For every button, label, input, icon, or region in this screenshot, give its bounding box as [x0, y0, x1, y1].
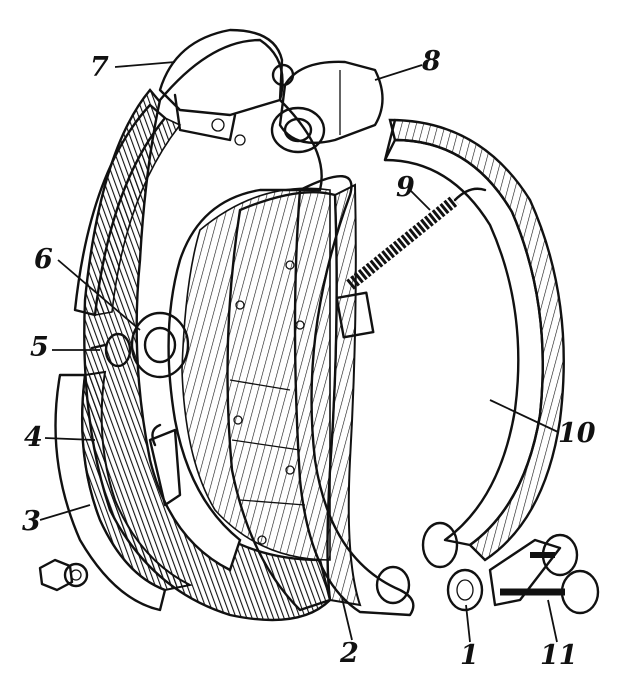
callout-4: 4: [24, 422, 43, 453]
shoe-web: [293, 175, 415, 617]
return-spring: [335, 187, 487, 339]
callout-11: 11: [540, 640, 578, 671]
loose-nut: [38, 558, 89, 592]
callout-2: 2: [340, 638, 359, 669]
wheel-cylinder: [270, 60, 384, 154]
front-brake-shoe: [226, 183, 362, 612]
leader-lines: [39, 61, 559, 643]
lever-bracket: [148, 423, 182, 507]
callout-3: 3: [22, 506, 41, 537]
rear-brake-shoe: [383, 118, 565, 569]
callout-7: 7: [90, 52, 109, 83]
callout-9: 9: [396, 172, 415, 203]
callout-10: 10: [558, 418, 596, 449]
upper-left-shoe: [73, 103, 182, 317]
anchor-pins: [488, 533, 600, 615]
callout-6: 6: [34, 244, 53, 275]
adjuster-eccentric: [90, 311, 190, 379]
left-brake-shoe: [54, 370, 194, 612]
callout-1: 1: [460, 640, 479, 671]
callout-5: 5: [30, 332, 49, 363]
backing-plate: [83, 38, 332, 622]
washer: [446, 568, 484, 612]
callout-8: 8: [422, 46, 441, 77]
